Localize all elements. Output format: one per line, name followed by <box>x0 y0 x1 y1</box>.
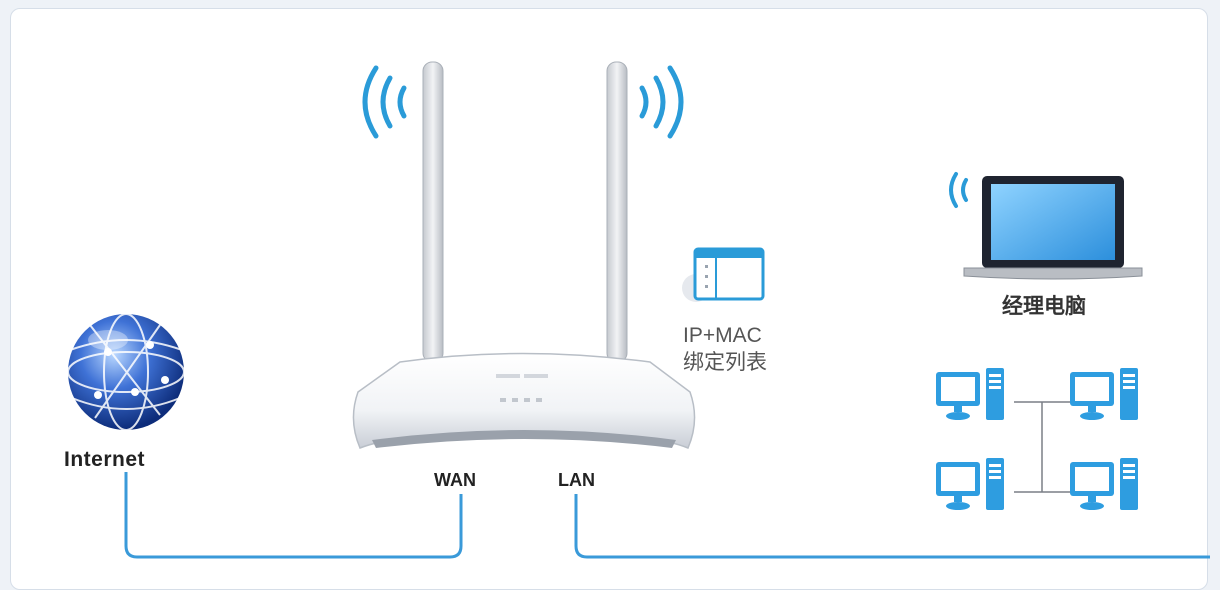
ip-mac-binding-label: IP+MAC 绑定列表 <box>683 322 767 376</box>
desktop-pc-icon <box>1070 368 1138 420</box>
binding-label-line1: IP+MAC <box>683 324 762 347</box>
desktop-pc-icon <box>1070 458 1138 510</box>
lan-port-label: LAN <box>558 470 595 490</box>
binding-label-line2: 绑定列表 <box>683 351 767 374</box>
cables <box>124 472 1210 559</box>
lan-cable <box>574 494 1210 559</box>
manager-computer-label: 经理电脑 <box>1002 295 1086 318</box>
pc-group <box>936 368 1138 510</box>
internet-wan-cable <box>124 472 463 559</box>
laptop-icon <box>963 176 1143 280</box>
wifi-signal-icon <box>639 65 684 139</box>
wifi-signal-icon <box>949 172 968 208</box>
wifi-signal-icon <box>362 65 407 139</box>
globe-icon <box>67 313 185 431</box>
desktop-pc-icon <box>936 368 1004 420</box>
binding-list-icon <box>682 247 765 302</box>
network-diagram <box>67 61 1210 559</box>
wan-port-label: WAN <box>434 470 476 490</box>
router-antennas <box>422 61 628 363</box>
router-icon <box>352 352 696 449</box>
internet-label: Internet <box>64 448 146 471</box>
desktop-pc-icon <box>936 458 1004 510</box>
